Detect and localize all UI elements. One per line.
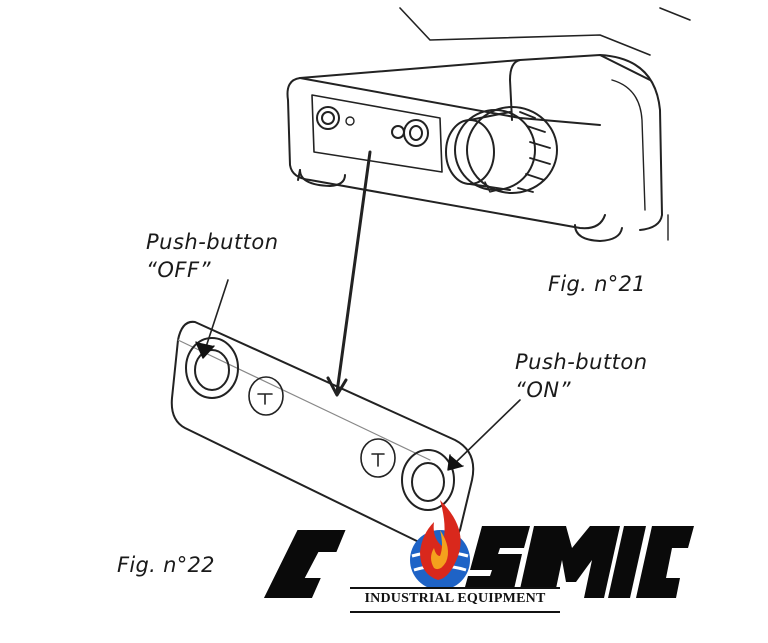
cosmic-logo-icon	[263, 500, 694, 598]
on-symbol-icon	[360, 438, 396, 478]
leader-off	[195, 279, 229, 359]
leader-on	[447, 399, 521, 471]
pointer-arrow	[326, 150, 372, 397]
on-label-line2: “ON”	[515, 378, 571, 402]
knob-icon	[445, 106, 558, 194]
control-panel-enlarged	[170, 320, 475, 548]
off-symbol-icon	[248, 376, 284, 416]
figure-21-caption: Fig. n°21	[548, 272, 646, 296]
slicer-machine-body	[286, 7, 691, 242]
on-label-line1: Push-button	[515, 350, 648, 374]
off-label-line2: “OFF”	[146, 258, 211, 282]
off-button-icon	[185, 337, 239, 399]
logo-tagline: INDUSTRIAL EQUIPMENT	[350, 587, 560, 613]
on-button-icon	[401, 449, 455, 511]
figure-22-caption: Fig. n°22	[117, 553, 215, 577]
off-label-line1: Push-button	[146, 230, 279, 254]
